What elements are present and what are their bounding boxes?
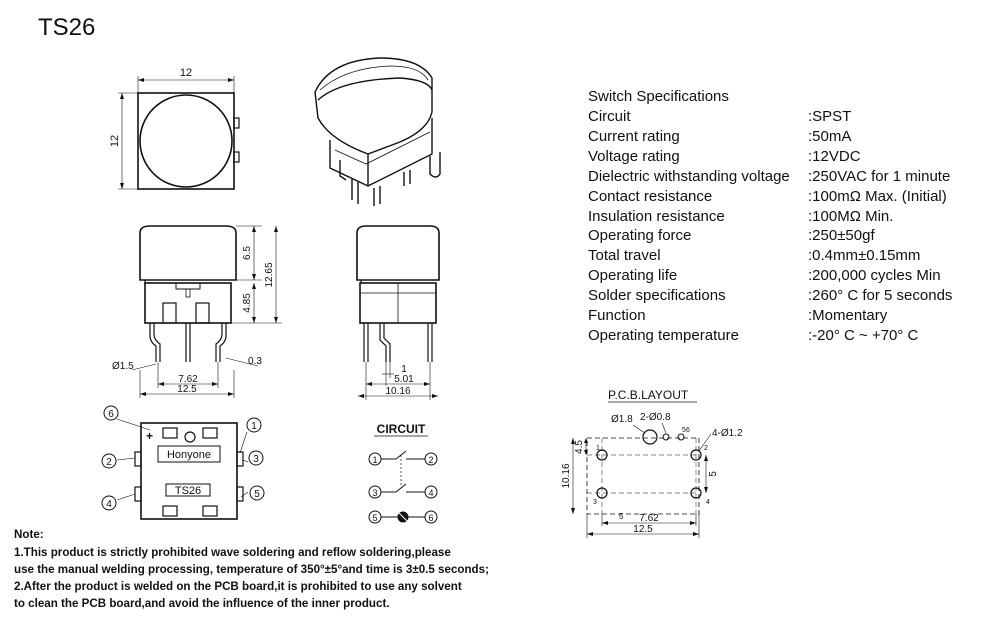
bottom-view: + Honyone TS26 6 1 2 3 4 5 (101, 405, 265, 520)
spec-label: Operating life (588, 267, 678, 285)
note-line-1: 1.This product is strictly prohibited wa… (14, 546, 451, 559)
spec-label: Current rating (588, 127, 680, 145)
side-view: 1 5.01 10.16 (356, 225, 440, 400)
dim-side-pin: 1 (401, 364, 407, 375)
spec-row: Current rating :50mA (588, 127, 952, 147)
spec-row: Solder specifications :260° C for 5 secon… (588, 286, 952, 306)
isometric-view (314, 57, 441, 206)
specs-heading: Switch Specifications (588, 88, 729, 105)
notes-heading: Note: (14, 528, 44, 541)
dim-top-height: 12 (109, 135, 121, 147)
spec-value: :0.4mm±0.15mm (808, 247, 921, 265)
dim-pin-spacing: 7.62 (178, 374, 198, 385)
spec-value: :100MΩ Min. (808, 207, 894, 225)
circuit-pin-1: 1 (372, 455, 377, 465)
spec-value: :Momentary (808, 307, 888, 325)
bottom-pin-3: 3 (253, 454, 259, 465)
dim-pin-diameter: Ø1.5 (112, 361, 134, 372)
spec-label: Total travel (588, 247, 661, 265)
spec-value: :SPST (808, 108, 852, 125)
circuit-pin-3: 3 (372, 488, 377, 498)
pcb-pin-2: 2 (704, 445, 708, 452)
pcb-hole-large: Ø1.8 (611, 414, 633, 425)
pcb-pin-3: 3 (593, 499, 597, 506)
circuit-diagram: CIRCUIT 1 2 3 4 5 6 (368, 422, 438, 524)
spec-row: Total travel :0.4mm±0.15mm (588, 246, 952, 266)
dim-body-height: 4.85 (242, 293, 253, 313)
spec-label: Function (588, 307, 646, 325)
bottom-brand-label: Honyone (167, 449, 211, 461)
dim-cap-height: 6.5 (242, 246, 253, 260)
spec-value: :12VDC (808, 147, 861, 165)
pcb-pin-1: 1 (596, 445, 600, 452)
dim-pin-offset: 0.3 (248, 356, 262, 367)
spec-label: Contact resistance (588, 187, 713, 205)
pcb-dim-10-16: 10.16 (561, 463, 572, 488)
pcb-hole-small: 2-Ø0.8 (640, 412, 671, 423)
dim-side-spacing: 5.01 (394, 374, 414, 385)
spec-value: :-20° C ~ +70° C (808, 326, 919, 344)
circuit-heading: CIRCUIT (377, 422, 426, 436)
pcb-dim-7-62: 7.62 (639, 513, 659, 524)
spec-value: :260° C for 5 seconds (808, 287, 953, 305)
circuit-pin-5: 5 (372, 513, 377, 523)
spec-label: Operating temperature (588, 326, 739, 344)
spec-row: Operating temperature :-20° C ~ +70° C (588, 326, 952, 346)
spec-label: Solder specifications (588, 287, 726, 305)
dim-total-height: 12.65 (264, 262, 275, 287)
spec-label: Voltage rating (588, 147, 680, 165)
spec-row: Voltage rating :12VDC (588, 147, 952, 167)
top-view: 12 12 (109, 67, 240, 190)
spec-row: Contact resistance :100mΩ Max. (Initial) (588, 187, 952, 207)
spec-label: Operating force (588, 227, 692, 245)
page-title: TS26 (38, 14, 96, 41)
bottom-pin-6: 6 (108, 409, 114, 420)
spec-row: Dielectric withstanding voltage :250VAC f… (588, 167, 952, 187)
dim-side-width: 10.16 (385, 386, 410, 397)
bottom-pin-2: 2 (106, 457, 112, 468)
bottom-pin-4: 4 (106, 499, 112, 510)
dim-top-width: 12 (180, 67, 192, 79)
spec-label: Dielectric withstanding voltage (588, 167, 790, 185)
front-view: 6.5 12.65 4.85 0.3 Ø1.5 7.62 12.5 (112, 225, 282, 398)
dim-width-total: 12.5 (177, 384, 197, 395)
note-line-2: use the manual welding processing, tempe… (14, 563, 489, 576)
pcb-dim-12-5: 12.5 (633, 524, 653, 535)
bottom-pin-1: 1 (251, 421, 257, 432)
specs-table: Circuit :SPST Current rating :50mA Voltage r… (588, 107, 952, 346)
bottom-model-label: TS26 (175, 485, 201, 497)
spec-label: Insulation resistance (588, 207, 725, 225)
spec-value: :100mΩ Max. (Initial) (808, 187, 947, 205)
note-line-4: to clean the PCB board,and avoid the inf… (14, 597, 390, 610)
spec-value: :200,000 cycles Min (808, 267, 941, 285)
spec-value: :250±50gf (808, 227, 875, 245)
spec-row: Circuit :SPST (588, 107, 952, 127)
pcb-dim-pin-gap: 5 (619, 512, 624, 521)
note-line-3: 2.After the product is welded on the PCB… (14, 580, 462, 593)
bottom-pin-5: 5 (254, 489, 260, 500)
spec-value: :250VAC for 1 minute (808, 167, 951, 185)
pcb-layout: P.C.B.LAYOUT 1 2 3 4 5 6 Ø1.8 2-Ø0.8 4-Ø… (561, 388, 743, 538)
pcb-pin-5: 5 (682, 427, 686, 434)
pcb-hole-four: 4-Ø1.2 (712, 428, 743, 439)
spec-row: Insulation resistance :100MΩ Min. (588, 207, 952, 227)
spec-row: Operating life :200,000 cycles Min (588, 266, 952, 286)
svg-text:+: + (146, 429, 153, 443)
spec-value: :50mA (808, 127, 852, 145)
spec-label: Circuit (588, 108, 631, 125)
circuit-pin-2: 2 (428, 455, 433, 465)
spec-row: Operating force :250±50gf (588, 226, 952, 246)
spec-row: Function :Momentary (588, 306, 952, 326)
circuit-pin-6: 6 (428, 513, 433, 523)
pcb-dim-4-5: 4.5 (574, 440, 585, 454)
pcb-pin-6: 6 (686, 427, 690, 434)
pcb-pin-4: 4 (706, 499, 710, 506)
pcb-heading: P.C.B.LAYOUT (608, 388, 689, 402)
pcb-dim-5: 5 (708, 471, 719, 477)
circuit-pin-4: 4 (428, 488, 433, 498)
